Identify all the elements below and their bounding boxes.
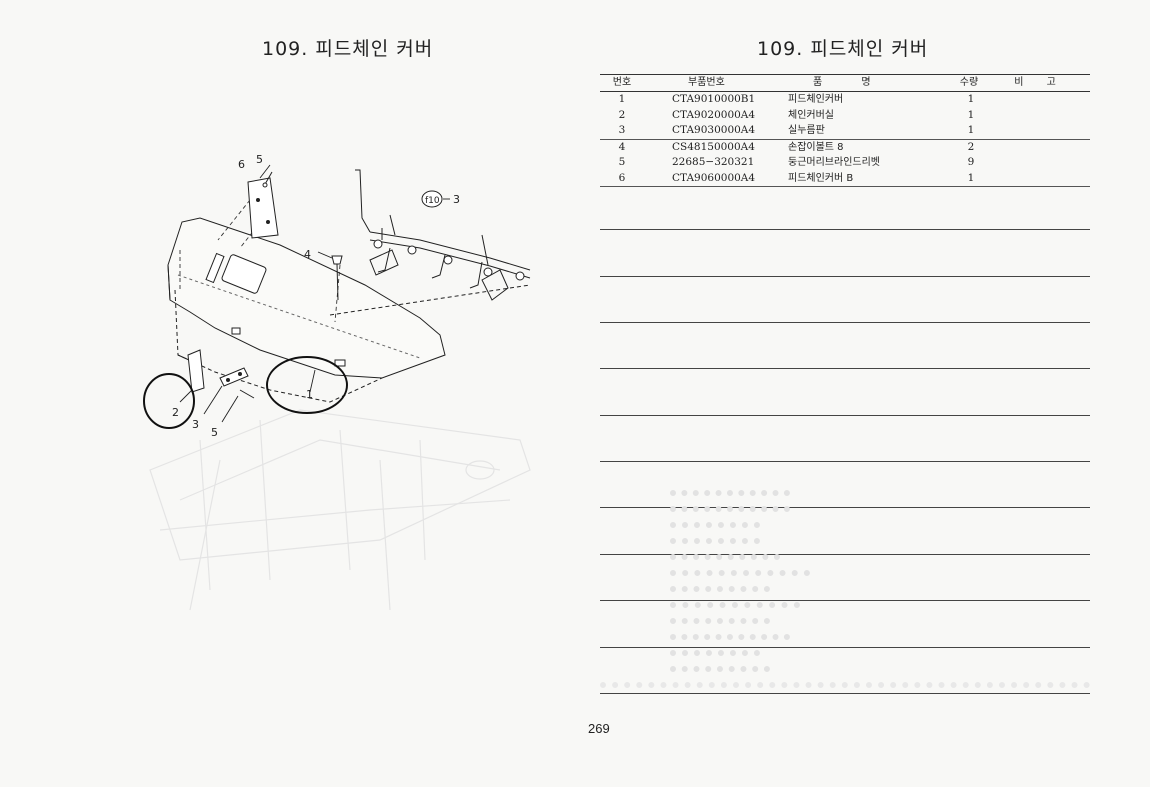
table-rule <box>600 415 1090 416</box>
row-no: 3 <box>618 124 626 136</box>
callout-5-bottom: 5 <box>211 426 218 439</box>
frame-rail <box>329 169 531 316</box>
row-qty: 2 <box>967 140 975 153</box>
row-no: 2 <box>618 108 626 121</box>
table-rule <box>600 461 1090 462</box>
row-qty: 9 <box>967 156 975 168</box>
callout-2: 2 <box>172 406 179 419</box>
callout-5-top: 5 <box>256 153 263 166</box>
table-rule <box>600 229 1090 230</box>
row-qty: 1 <box>967 171 975 184</box>
ref-badge: f10 <box>425 196 440 206</box>
page-title-right: 109. 피드체인 커버 <box>757 38 929 60</box>
row-part-no: CTA9030000A4 <box>672 124 756 136</box>
page-title-left: 109. 피드체인 커버 <box>262 38 434 60</box>
table-row: 1 CTA9010000B1 피드체인커버 1 <box>600 92 1090 108</box>
parts-table: 번호 부품번호 품 명 수량 비 고 1 CTA9010000B1 피드체인커버… <box>600 74 1090 187</box>
bleed-through-table <box>600 480 1090 695</box>
table-rule <box>600 647 1090 648</box>
callout-3-top: 3 <box>453 193 460 206</box>
diagram-svg: f10 6 5 4 3 2 3 5 1 <box>143 153 531 611</box>
table-rule <box>600 368 1090 369</box>
feed-chain-cover <box>167 217 446 403</box>
feed-chain-cover-b <box>247 177 279 239</box>
table-row: 5 22685−320321 둥근머리브라인드리벳 9 <box>600 155 1090 171</box>
row-name: 피드체인커버 <box>788 94 844 105</box>
header-no: 번호 <box>612 77 632 88</box>
table-row: 4 CS48150000A4 손잡이볼트 8 2 <box>600 140 1090 156</box>
row-name: 피드체인커버 B <box>788 172 854 184</box>
leader-3-bottom <box>203 385 223 415</box>
leader-5-bottom <box>221 395 239 423</box>
page-number: 269 <box>588 721 610 736</box>
leader-4 <box>317 251 333 259</box>
row-no: 4 <box>618 140 626 153</box>
callout-6: 6 <box>238 158 245 171</box>
row-name: 체인커버실 <box>788 109 834 121</box>
row-name: 실누름판 <box>788 125 825 136</box>
parts-table-header: 번호 부품번호 품 명 수량 비 고 <box>600 74 1090 92</box>
row-no: 6 <box>618 171 626 184</box>
header-part-no: 부품번호 <box>688 77 725 88</box>
table-rule <box>600 507 1090 508</box>
bleed-through-drawing <box>149 409 531 611</box>
leader-1 <box>309 369 316 393</box>
row-part-no: 22685−320321 <box>672 156 755 168</box>
row-qty: 1 <box>967 124 975 136</box>
callout-4: 4 <box>304 248 311 261</box>
ref-badge-circle <box>421 190 443 208</box>
hand-drawn-circle-2 <box>143 373 195 429</box>
table-row: 2 CTA9020000A4 체인커버실 1 <box>600 108 1090 124</box>
hand-drawn-circle-1 <box>266 356 348 414</box>
table-rule <box>600 322 1090 323</box>
row-name: 손잡이볼트 8 <box>788 141 844 153</box>
table-row: 6 CTA9060000A4 피드체인커버 B 1 <box>600 171 1090 187</box>
table-rule <box>600 276 1090 277</box>
knob-bolt <box>331 255 343 301</box>
table-rule <box>600 554 1090 555</box>
row-name: 둥근머리브라인드리벳 <box>788 157 880 168</box>
header-qty: 수량 <box>959 77 979 88</box>
table-rule <box>600 693 1090 694</box>
rivet-top <box>262 171 273 188</box>
seal-retainer-plate <box>219 367 249 387</box>
row-no: 5 <box>618 156 626 168</box>
header-name: 품 명 <box>813 77 889 88</box>
exploded-diagram: f10 6 5 4 3 2 3 5 1 <box>120 140 560 620</box>
row-no: 1 <box>618 93 626 105</box>
header-note: 비 고 <box>1014 77 1066 88</box>
row-qty: 1 <box>967 93 975 105</box>
callout-3-bottom: 3 <box>192 418 199 431</box>
table-rule <box>600 600 1090 601</box>
table-row: 3 CTA9030000A4 실누름판 1 <box>600 123 1090 140</box>
chain-cover-seal <box>187 349 205 393</box>
row-qty: 1 <box>967 108 975 121</box>
row-part-no: CTA9010000B1 <box>672 93 756 105</box>
row-part-no: CTA9060000A4 <box>672 171 756 184</box>
row-part-no: CS48150000A4 <box>672 140 755 153</box>
rivet-bottom <box>239 389 255 399</box>
callout-1: 1 <box>306 388 313 401</box>
row-part-no: CTA9020000A4 <box>672 108 756 121</box>
leader-6 <box>259 164 271 179</box>
leader-2 <box>179 389 193 403</box>
